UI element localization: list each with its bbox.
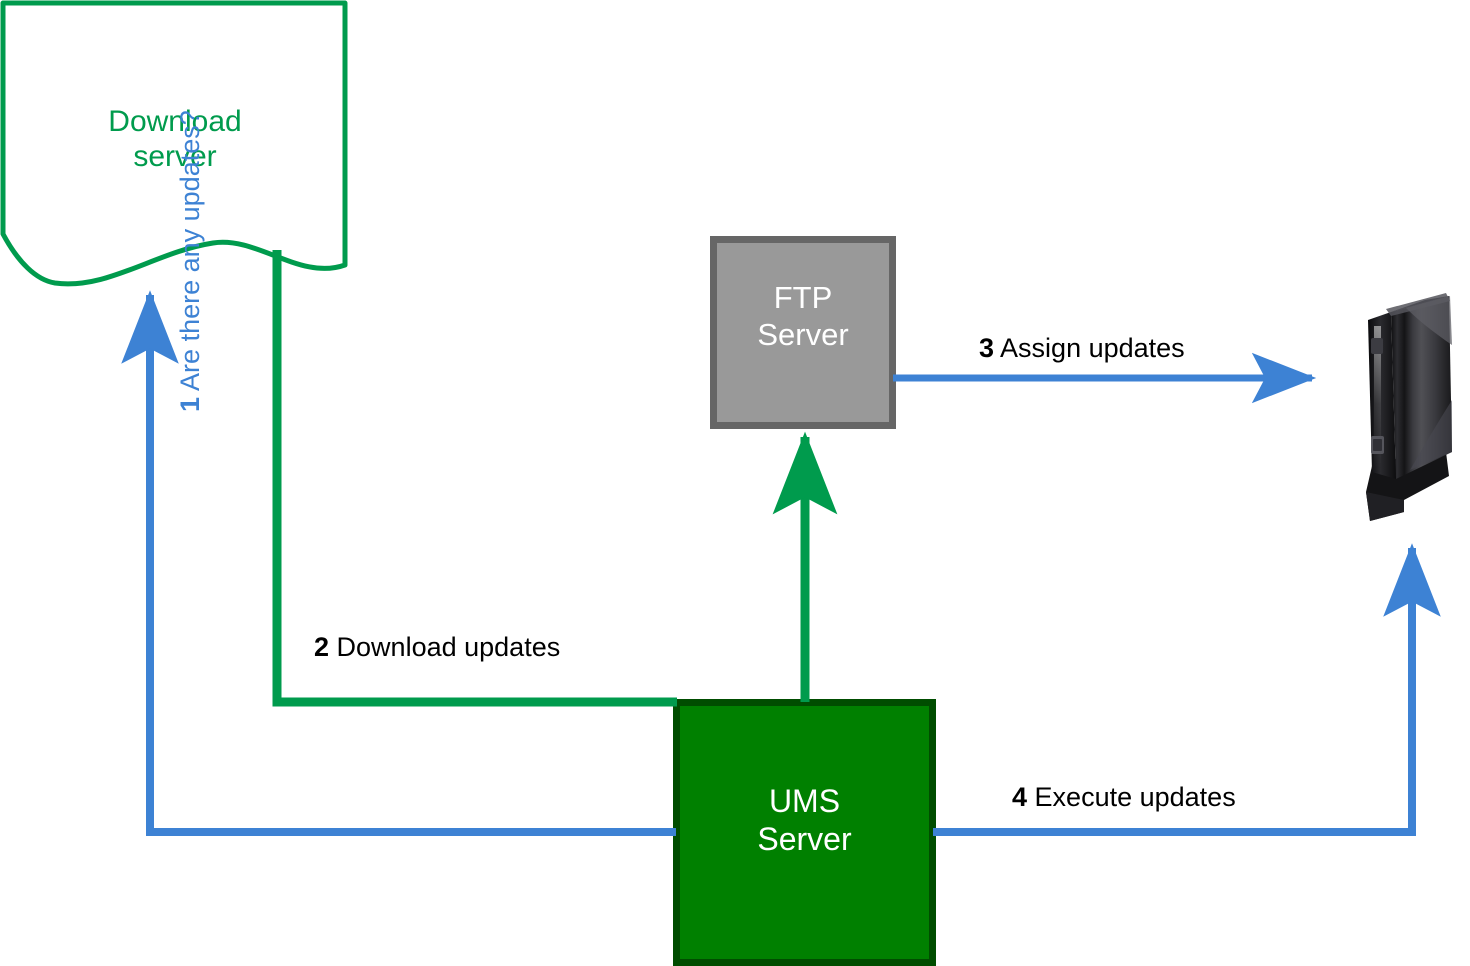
flow-2-connector (272, 250, 677, 707)
flow-number-4: 4 (1012, 782, 1028, 812)
flow-number-3: 3 (979, 333, 995, 363)
thin-client-icon (1366, 293, 1452, 521)
flow-number-2: 2 (314, 632, 330, 662)
flow-number-1: 1 (175, 396, 205, 412)
flow-label-3: 3 Assign updates (979, 333, 1185, 364)
flow-text-1: Are there any updates? (175, 110, 205, 391)
ftp-server-shape (710, 236, 896, 429)
flow-label-1: 1 Are there any updates? (175, 110, 206, 412)
flow-label-4: 4 Execute updates (1012, 782, 1236, 813)
flow-label-2: 2 Download updates (314, 632, 560, 663)
ums-server-shape (673, 699, 936, 966)
flow-1-connector (121, 290, 676, 836)
flow-text-2: Download updates (336, 632, 561, 662)
flow-text-4: Execute updates (1034, 782, 1236, 812)
download-server-shape (0, 0, 348, 287)
flow-4-connector (933, 543, 1441, 836)
flow-text-3: Assign updates (1000, 333, 1185, 363)
